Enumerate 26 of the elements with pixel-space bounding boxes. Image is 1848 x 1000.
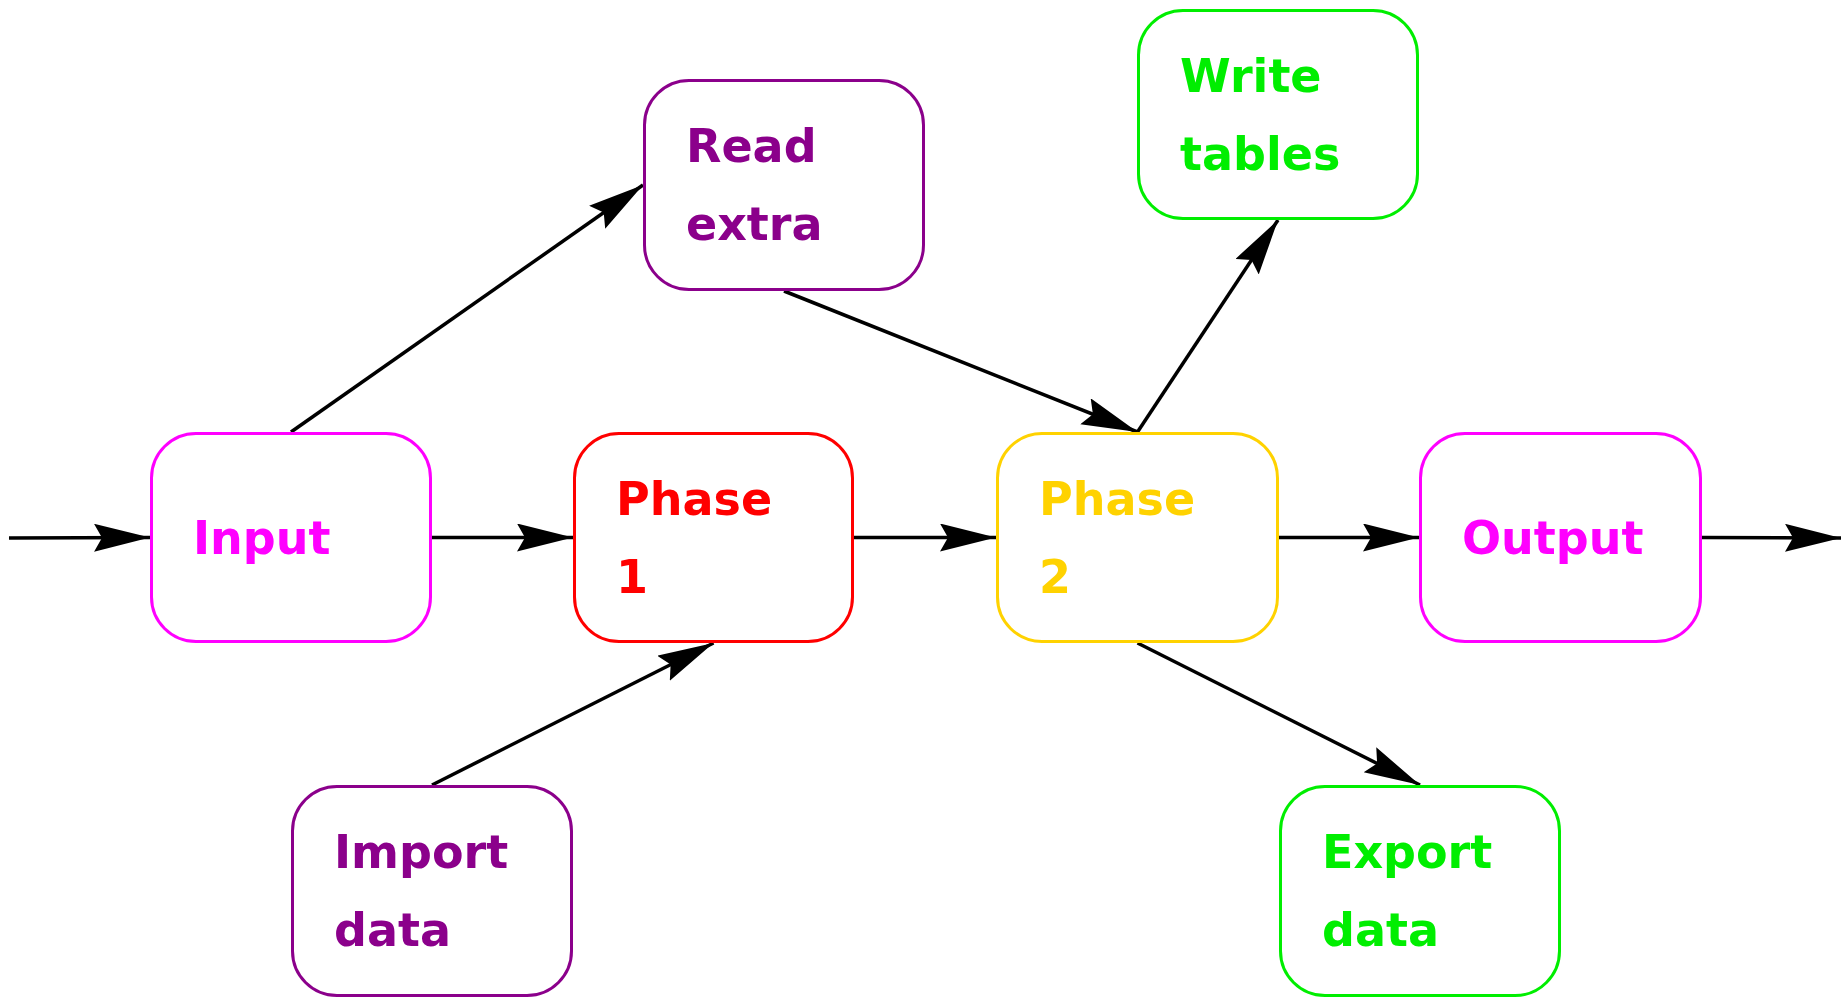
arrow — [9, 523, 150, 552]
arrow — [290, 183, 644, 434]
box-label: Phase 1 — [615, 470, 774, 606]
box-label: Phase 2 — [1038, 470, 1197, 606]
arrow — [431, 641, 715, 787]
arrow — [432, 523, 573, 552]
process-box — [150, 432, 432, 643]
process-box — [643, 79, 925, 291]
box-label: Write tables — [1179, 47, 1342, 183]
box-label: Import data — [333, 824, 510, 959]
arrow — [1136, 641, 1421, 787]
arrow — [1279, 523, 1419, 552]
process-box — [291, 785, 573, 997]
box-label: Output — [1461, 509, 1645, 567]
arrow — [854, 523, 996, 552]
box-label: Read extra — [685, 118, 824, 253]
process-box — [1137, 9, 1419, 220]
process-box — [996, 432, 1279, 643]
box-label: Export data — [1321, 824, 1494, 959]
arrow — [783, 289, 1139, 434]
arrow — [1702, 523, 1841, 552]
process-box — [1279, 785, 1561, 997]
process-box — [573, 432, 854, 643]
arrow — [1136, 219, 1280, 433]
box-label: Input — [192, 509, 332, 567]
process-box — [1419, 432, 1702, 643]
